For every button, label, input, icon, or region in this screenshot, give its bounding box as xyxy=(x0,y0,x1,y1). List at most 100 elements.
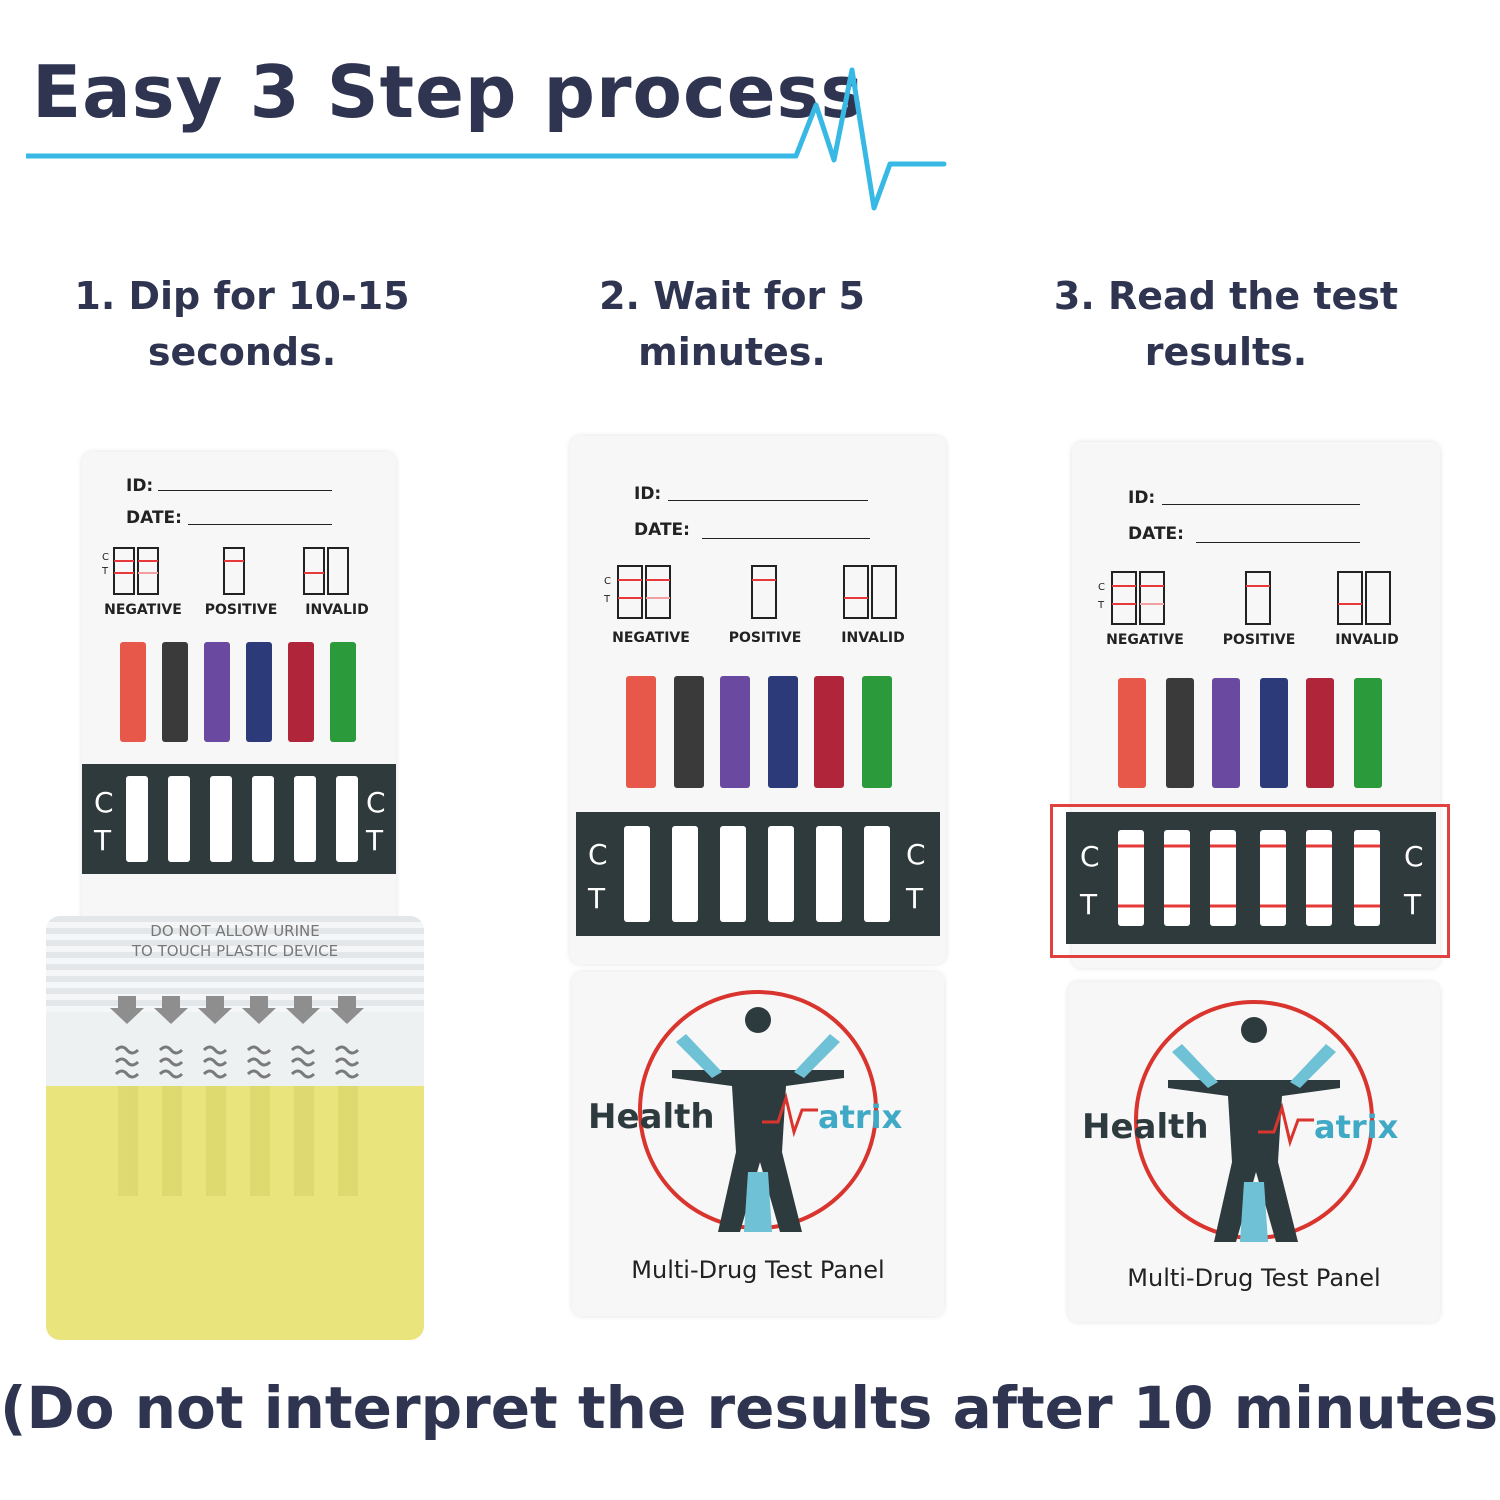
drug-strip-bzo xyxy=(720,676,750,788)
id-line xyxy=(1162,504,1360,505)
step-2-illustration: ID: DATE: C T NEGATIVE POSITIVE INVALID xyxy=(570,436,946,1316)
t-label-left: T xyxy=(588,882,606,915)
date-line xyxy=(188,524,332,525)
drug-strip-thc xyxy=(768,676,798,788)
legend-negative: NEGATIVE xyxy=(612,630,690,646)
result-slot xyxy=(252,776,274,862)
date-line xyxy=(1196,542,1360,543)
id-line xyxy=(668,500,868,501)
c-label-right: C xyxy=(906,838,926,871)
drug-strip-bzo xyxy=(204,642,230,742)
c-label-left: C xyxy=(588,838,608,871)
panel-label: Multi-Drug Test Panel xyxy=(1127,1264,1381,1292)
page-title: Easy 3 Step process xyxy=(32,50,865,134)
result-legend-diagram: C T xyxy=(101,547,349,595)
legend-positive: POSITIVE xyxy=(204,602,278,618)
c-label-right: C xyxy=(1404,840,1424,873)
result-slot xyxy=(126,776,148,862)
drug-strip-opi xyxy=(1354,678,1382,788)
date-label: DATE: xyxy=(126,508,182,528)
svg-text:C: C xyxy=(604,576,611,587)
t-label-right: T xyxy=(366,824,384,857)
id-label: ID: xyxy=(126,476,154,496)
result-lines xyxy=(1118,844,1380,908)
result-slot xyxy=(336,776,358,862)
drug-strip-mdma xyxy=(626,676,656,788)
specimen-cup: DO NOT ALLOW URINE TO TOUCH PLASTIC DEVI… xyxy=(46,916,424,1340)
step-1-illustration: ID: DATE: C T NEGATIVE POSITIVE INVALID xyxy=(46,448,426,1340)
svg-text:C: C xyxy=(1098,582,1105,593)
t-label-left: T xyxy=(94,824,112,857)
result-slot xyxy=(672,826,698,922)
id-label: ID: xyxy=(634,484,662,504)
drug-strip-thc xyxy=(246,642,272,742)
drug-strip-amp xyxy=(162,642,188,742)
drug-strip-amp xyxy=(674,676,704,788)
brand-right-text: atrix xyxy=(1314,1108,1399,1146)
t-label-right: T xyxy=(906,882,924,915)
date-line xyxy=(702,538,870,539)
svg-text:T: T xyxy=(1097,600,1105,611)
result-slot xyxy=(294,776,316,862)
cup-warning-line-1: DO NOT ALLOW URINE xyxy=(150,922,320,940)
result-window: C T C T xyxy=(82,764,396,874)
panel-label: Multi-Drug Test Panel xyxy=(631,1256,885,1284)
c-label-right: C xyxy=(366,786,386,819)
health-matrix-logo-icon: Health atrix xyxy=(1082,1000,1399,1242)
drug-strip-mdma xyxy=(120,642,146,742)
drug-strip-coc xyxy=(288,642,314,742)
svg-text:T: T xyxy=(603,594,611,605)
result-legend-diagram: C T xyxy=(1097,571,1391,625)
test-card-bottom: Health atrix Multi-Drug Test Panel xyxy=(572,972,944,1316)
legend-negative: NEGATIVE xyxy=(1106,632,1184,648)
id-label: ID: xyxy=(1128,488,1156,508)
c-label-left: C xyxy=(1080,840,1100,873)
result-slot xyxy=(720,826,746,922)
date-label: DATE: xyxy=(634,520,690,540)
c-label-left: C xyxy=(94,786,114,819)
brand-right-text: atrix xyxy=(818,1098,903,1136)
step-3-illustration: ID: DATE: C T NEGATIVE POSITIVE INVALID xyxy=(1050,442,1454,1322)
cup-lid xyxy=(46,916,424,1012)
legend-invalid: INVALID xyxy=(1335,632,1399,648)
brand-left-text: Health xyxy=(1082,1107,1209,1147)
result-window: C T C T xyxy=(1066,812,1436,944)
id-line xyxy=(158,490,332,491)
svg-text:C: C xyxy=(102,552,109,563)
result-window: C T C T xyxy=(576,812,940,936)
drug-strip-coc xyxy=(1306,678,1334,788)
test-card-bottom: Health atrix Multi-Drug Test Panel xyxy=(1068,982,1440,1322)
drug-strip-opi xyxy=(862,676,892,788)
legend-invalid: INVALID xyxy=(841,630,905,646)
heartbeat-line-icon xyxy=(26,67,947,211)
t-label-right: T xyxy=(1404,888,1422,921)
health-matrix-logo-icon: Health atrix xyxy=(588,990,903,1232)
drug-strip-bzo xyxy=(1212,678,1240,788)
drug-strip-mdma xyxy=(1118,678,1146,788)
dip-arrows-diagram xyxy=(110,996,364,1196)
result-legend-diagram: C T xyxy=(603,565,897,619)
urine-liquid xyxy=(46,1086,424,1340)
brand-left-text: Health xyxy=(588,1097,715,1137)
cup-warning-line-2: TO TOUCH PLASTIC DEVICE xyxy=(131,942,339,960)
result-slot xyxy=(624,826,650,922)
result-slot xyxy=(210,776,232,862)
result-slot xyxy=(768,826,794,922)
footer-note: (Do not interpret the results after 10 m… xyxy=(0,1374,1500,1442)
results-highlight-box xyxy=(1050,804,1450,958)
result-slot xyxy=(864,826,890,922)
legend-positive: POSITIVE xyxy=(728,630,802,646)
legend-negative: NEGATIVE xyxy=(104,602,182,618)
legend-invalid: INVALID xyxy=(305,602,369,618)
drug-strip-amp xyxy=(1166,678,1194,788)
drug-strip-thc xyxy=(1260,678,1288,788)
drug-strip-coc xyxy=(814,676,844,788)
drug-strip-opi xyxy=(330,642,356,742)
result-slot xyxy=(816,826,842,922)
test-card-top: ID: DATE: C T NEGATIVE POSITIVE INVALID xyxy=(570,436,946,964)
svg-text:T: T xyxy=(101,566,109,577)
date-label: DATE: xyxy=(1128,524,1184,544)
